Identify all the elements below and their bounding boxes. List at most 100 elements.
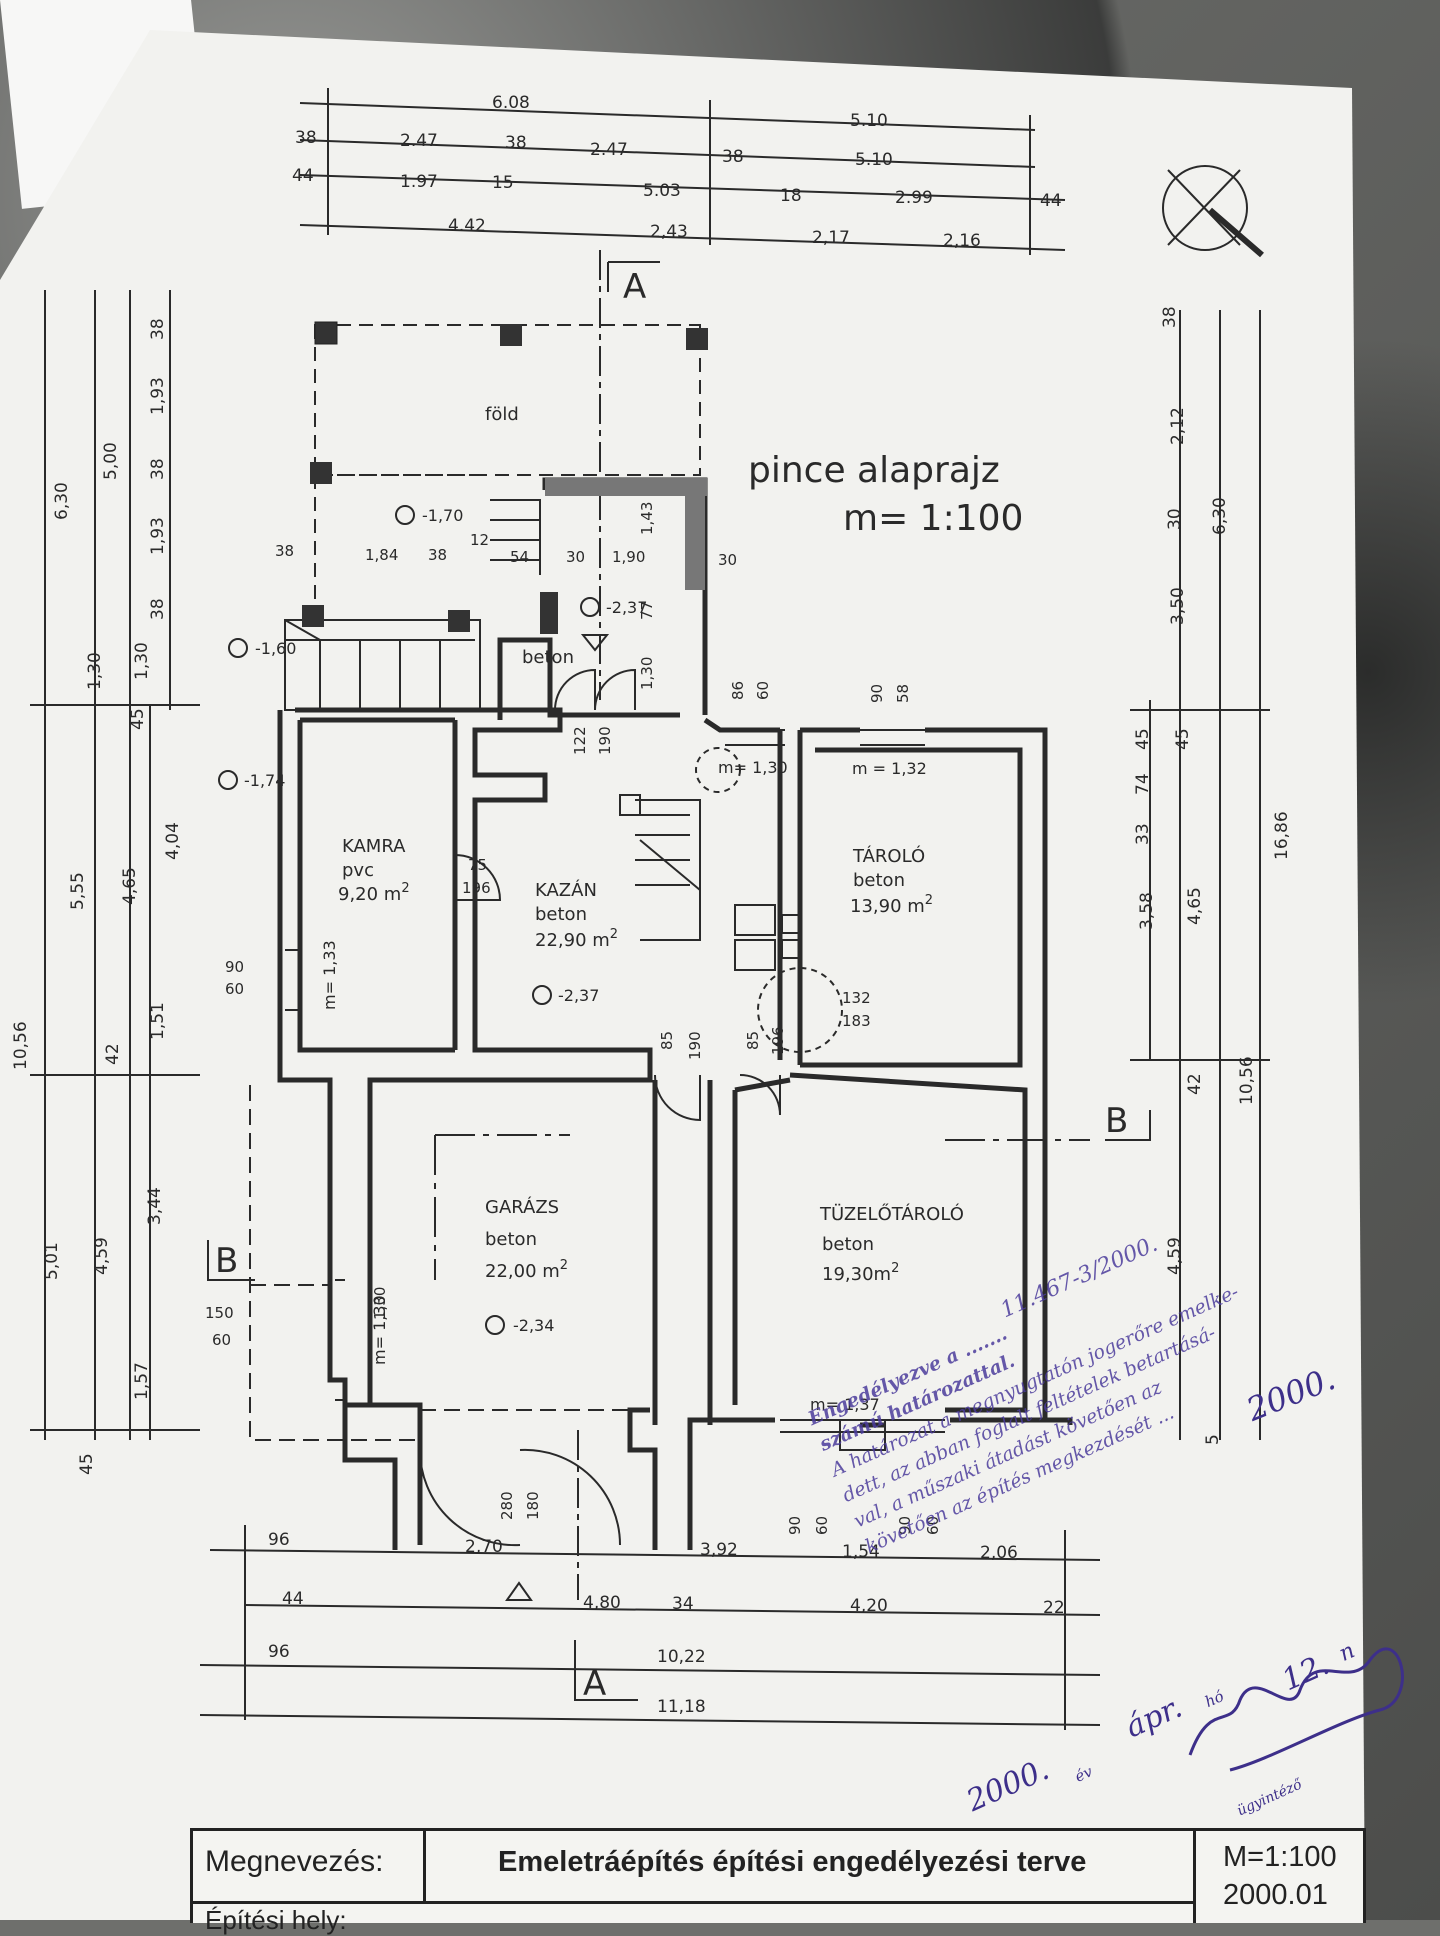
dim-bottom-206: 2,06 <box>980 1543 1018 1563</box>
room-tarolo-material: beton <box>853 870 905 891</box>
dim-top-18: 18 <box>780 186 802 206</box>
dim-top-38c: 38 <box>722 147 744 167</box>
dim-right-45b: 45 <box>1173 728 1193 750</box>
inner-dim-190: 1,90 <box>612 548 645 566</box>
dim-right-630: 6,30 <box>1210 497 1230 535</box>
inner-dim-122: 122 <box>571 726 589 755</box>
window-mark-2: m = 1,32 <box>852 759 927 778</box>
dim-bottom-392: 3,92 <box>700 1540 738 1560</box>
level-texts: -1,70 -2,37 -1,60 -1,74 -2,37 -2,34 <box>244 506 647 1335</box>
dim-top-44a: 44 <box>292 166 314 186</box>
title-block-date: 2000.01 <box>1223 1879 1328 1911</box>
inner-dim-85b: 85 <box>744 1031 762 1050</box>
window-mark-5: m= 1,37 <box>810 1395 880 1414</box>
title-block-row2: Építési hely: <box>205 1905 347 1935</box>
inner-dim-30a: 30 <box>566 548 585 566</box>
dim-top-38b: 38 <box>505 133 527 153</box>
window-mark-4: m= 1,30 <box>370 1295 389 1365</box>
inner-dim-75: 75 <box>468 856 487 874</box>
level-mark-3: -1,60 <box>255 639 296 658</box>
inner-dim-60d: 60 <box>813 1516 831 1535</box>
inner-dim-85a: 85 <box>658 1031 676 1050</box>
room-garazs-area: 22,00 m2 <box>485 1258 568 1282</box>
inner-dim-60c: 60 <box>212 1331 231 1349</box>
drawing-sheet <box>0 30 1365 1920</box>
dim-right-33: 33 <box>1133 823 1153 845</box>
room-fold-name: föld <box>485 404 519 425</box>
room-tarolo-name: TÁROLÓ <box>852 845 925 867</box>
level-mark-1: -1,70 <box>422 506 463 525</box>
inner-dim-184: 1,84 <box>365 546 398 564</box>
dim-bottom-270: 2,70 <box>465 1537 503 1557</box>
inner-dim-12: 12 <box>470 531 489 549</box>
dimension-texts: 6.08 5.10 38 2.47 38 2.47 38 5.10 44 1.9… <box>292 93 1062 251</box>
window-mark-1: m= 1,30 <box>718 758 788 777</box>
room-tuzelotarolo-material: beton <box>822 1234 874 1255</box>
dim-right-74: 74 <box>1133 773 1153 795</box>
plan-title: pince alaprajz <box>748 450 1000 491</box>
inner-dim-130: 1,30 <box>638 657 656 690</box>
level-mark-4: -1,74 <box>244 771 285 790</box>
inner-dimension-texts: 38 1,84 38 12 54 30 1,90 30 1,43 77 1,30… <box>205 502 942 1535</box>
left-dimension-texts: 6,30 5,00 38 1,93 38 1,93 38 1,30 1,30 4… <box>11 318 183 1475</box>
inner-dim-190b: 190 <box>596 726 614 755</box>
inner-dim-90c: 90 <box>786 1516 804 1535</box>
dim-left-404: 4,04 <box>163 822 183 860</box>
dim-bottom-96b: 96 <box>268 1642 290 1662</box>
dim-right-358: 3,58 <box>1137 892 1157 930</box>
dim-left-501: 5,01 <box>42 1242 62 1280</box>
inner-dim-190c: 190 <box>686 1031 704 1060</box>
dim-top-38a: 38 <box>295 128 317 148</box>
dim-right-38: 38 <box>1160 306 1180 328</box>
dim-top-442: 4.42 <box>448 216 486 236</box>
room-tuzelotarolo-name: TÜZELŐTÁROLÓ <box>819 1203 964 1225</box>
dim-bottom-154: 1,54 <box>842 1542 880 1562</box>
inner-dim-77: 77 <box>638 601 656 620</box>
dim-right-350: 3,50 <box>1168 587 1188 625</box>
dim-right-212: 2,12 <box>1168 407 1188 445</box>
dim-right-1686: 16,86 <box>1272 811 1292 860</box>
bottom-dimension-texts: 96 2,70 3,92 1,54 2,06 44 4,80 34 4,20 2… <box>268 1530 1065 1717</box>
dim-left-45: 45 <box>128 708 148 730</box>
dim-bottom-96a: 96 <box>268 1530 290 1550</box>
dim-left-193a: 1,93 <box>148 377 168 415</box>
dim-top-299: 2.99 <box>895 188 933 208</box>
inner-dim-180: 180 <box>524 1491 542 1520</box>
title-block: Megnevezés: Emeletráépítés építési enged… <box>190 1828 1366 1935</box>
dim-left-38a: 38 <box>148 318 168 340</box>
dim-bottom-420: 4,20 <box>850 1596 888 1616</box>
inner-dim-143: 1,43 <box>638 502 656 535</box>
inner-dim-196: 196 <box>462 879 491 897</box>
inner-dim-86: 86 <box>729 681 747 700</box>
room-kazan-name: KAZÁN <box>535 879 597 901</box>
dim-top-15: 15 <box>492 173 514 193</box>
inner-dim-30b: 30 <box>718 551 737 569</box>
inner-dim-150: 150 <box>205 1304 234 1322</box>
room-garazs-material: beton <box>485 1229 537 1250</box>
inner-dim-58: 58 <box>894 684 912 703</box>
inner-dim-60a: 60 <box>754 681 772 700</box>
title-block-label: Megnevezés: <box>205 1845 384 1878</box>
room-garazs-name: GARÁZS <box>485 1196 559 1218</box>
section-mark-a-top: A <box>623 267 646 307</box>
dim-left-38b: 38 <box>148 458 168 480</box>
dim-top-503: 5.03 <box>643 181 681 201</box>
dim-top-243: 2,43 <box>650 222 688 242</box>
dim-top-247b: 2.47 <box>590 140 628 160</box>
dim-right-5: 5 <box>1203 1434 1223 1445</box>
dim-left-630: 6,30 <box>52 482 72 520</box>
dim-top-216: 2,16 <box>943 231 981 251</box>
dim-left-130a: 1,30 <box>85 652 105 690</box>
room-stair-material: beton <box>522 647 574 668</box>
dim-left-344: 3,44 <box>145 1187 165 1225</box>
title-block-scale: M=1:100 <box>1223 1841 1337 1873</box>
dim-top-44b: 44 <box>1040 191 1062 211</box>
dim-right-30: 30 <box>1165 508 1185 530</box>
section-mark-texts: A A B B <box>215 267 1128 1704</box>
dim-bottom-22: 22 <box>1043 1598 1065 1618</box>
dim-left-38c: 38 <box>148 598 168 620</box>
dim-top-217: 2,17 <box>812 228 850 248</box>
dim-left-45b: 45 <box>77 1453 97 1475</box>
